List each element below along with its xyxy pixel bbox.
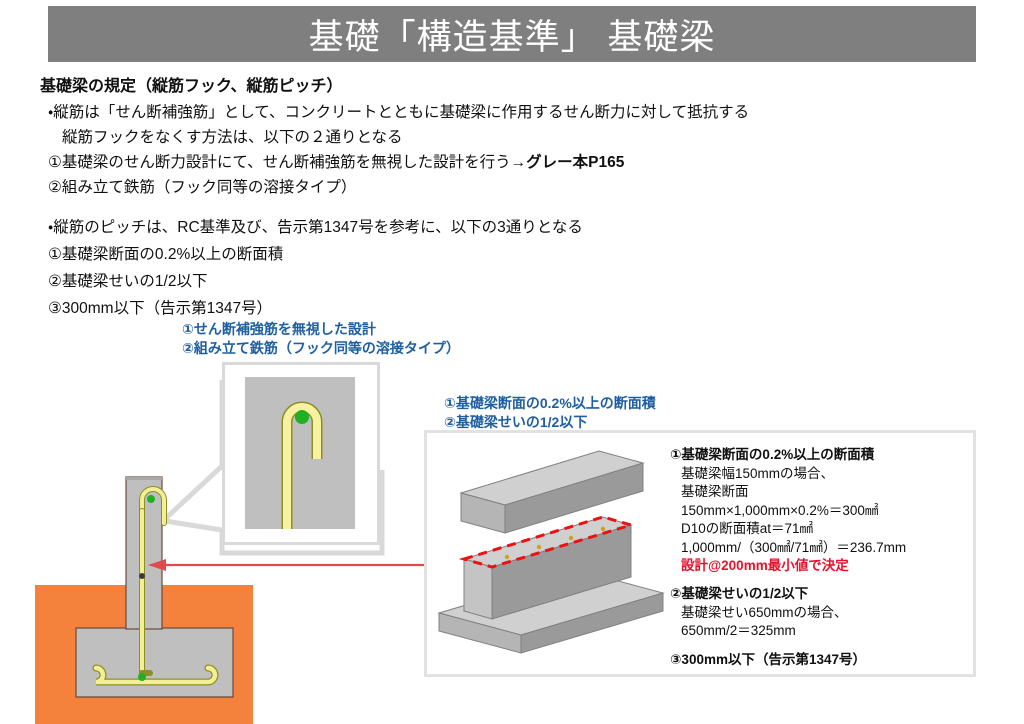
section-cut-plane-outline <box>458 515 637 569</box>
calc-1-line-1: 基礎梁幅150mmの場合、 <box>681 465 835 481</box>
para-a-line-3-prefix: ①基礎梁のせん断力設計にて、せん断補強筋を無視した設計を行う→ <box>48 154 527 171</box>
page-title: 基礎「構造基準」 基礎梁 <box>308 17 716 57</box>
vertical-rebar-hook <box>140 487 166 525</box>
blue-callout-right-line-2: ②基礎梁せいの1/2以下 <box>444 414 588 430</box>
calc-1-line-2: 基礎梁断面 <box>681 484 749 499</box>
rebar-node-mid <box>139 573 145 579</box>
cut-plane-rebar-dot <box>536 544 542 550</box>
para-b-line-4: ③300mm以下（告示第1347号） <box>48 300 273 317</box>
para-a-line-2: 縦筋フックをなくす方法は、以下の２通りとなる <box>62 129 403 146</box>
blue-callout-left: ①せん断補強筋を無視した設計 ②組み立て鉄筋（フック同等の溶接タイプ） <box>182 320 460 358</box>
para-a-line-1: ・縦筋は「せん断補強筋」として、コンクリートとともに基礎梁に作用するせん断力に対… <box>48 104 750 121</box>
rebar-node-top <box>147 495 155 503</box>
footing-rebar <box>93 665 218 685</box>
calc-1-line-3: 150mm×1,000mm×0.2%＝300㎟ <box>681 502 879 518</box>
beam-stem-left-face <box>463 558 493 620</box>
blue-callout-right-line-1: ①基礎梁断面の0.2%以上の断面積 <box>444 395 656 411</box>
detail-hook-rebar <box>283 403 321 529</box>
para-b-line-3: ②基礎梁せいの1/2以下 <box>48 273 208 290</box>
calc-2-line-2: 650mm/2＝325mm <box>681 623 796 638</box>
footing-concrete <box>75 627 234 698</box>
top-block-front-face <box>504 462 644 534</box>
para-b-line-2: ①基礎梁断面の0.2%以上の断面積 <box>48 246 284 263</box>
isometric-beam-figure <box>437 450 665 654</box>
calc-2-line-1: 基礎梁せい650mmの場合、 <box>681 604 848 620</box>
calc-1-line-5: 1,000mm/（300㎟/71㎟）＝236.7mm <box>681 539 907 555</box>
blue-callout-left-line-1: ①せん断補強筋を無視した設計 <box>182 321 376 337</box>
rebar-node-bottom <box>138 673 146 681</box>
blue-callout-right: ①基礎梁断面の0.2%以上の断面積 ②基礎梁せいの1/2以下 <box>444 394 656 432</box>
para-b-line-1: ・縦筋のピッチは、RC基準及び、告示第1347号を参考に、以下の3通りとなる <box>48 219 583 236</box>
calc-1-conclusion: 設計@200mm最小値で決定 <box>681 558 849 573</box>
hook-detail-svg <box>281 401 323 529</box>
cut-plane-rebar-dot <box>568 535 574 541</box>
cross-section-svg <box>35 476 253 724</box>
para-a-line-4: ②組み立て鉄筋（フック同等の溶接タイプ） <box>48 179 357 196</box>
paragraph-block-b: ・縦筋のピッチは、RC基準及び、告示第1347号を参考に、以下の3通りとなる ①… <box>48 214 583 322</box>
hook-detail-box <box>222 362 380 545</box>
red-arrow-head <box>148 559 166 571</box>
para-a-line-3: ①基礎梁のせん断力設計にて、せん断補強筋を無視した設計を行う→グレー本P165 <box>48 150 749 175</box>
calc-1-title: ①基礎梁断面の0.2%以上の断面積 <box>670 447 875 462</box>
red-pointer-arrow <box>148 559 432 571</box>
detail-hook-outline <box>281 401 323 529</box>
paragraph-block-a: ・縦筋は「せん断補強筋」として、コンクリートとともに基礎梁に作用するせん断力に対… <box>48 100 749 200</box>
calc-3-title: ③300mm以下（告示第1347号） <box>670 652 866 667</box>
hook-detail-concrete <box>245 377 355 529</box>
section-heading: 基礎梁の規定（縦筋フック、縦筋ピッチ） <box>40 78 343 95</box>
stem-wall-top-edge <box>126 477 162 480</box>
calc-block-300mm-limit: ③300mm以下（告示第1347号） <box>670 651 866 670</box>
calc-block-section-area: ①基礎梁断面の0.2%以上の断面積 基礎梁幅150mmの場合、 基礎梁断面 15… <box>670 446 906 576</box>
blue-callout-left-line-2: ②組み立て鉄筋（フック同等の溶接タイプ） <box>182 340 460 356</box>
slide-title-bar: 基礎「構造基準」 基礎梁 <box>48 6 976 62</box>
beam-footing-front-face <box>520 592 664 654</box>
beam-detail-panel: ①基礎梁断面の0.2%以上の断面積 基礎梁幅150mmの場合、 基礎梁断面 15… <box>424 430 976 677</box>
cut-plane-rebar-dot <box>504 554 510 560</box>
detail-rebar-node <box>295 410 309 424</box>
calc-block-half-depth: ②基礎梁せいの1/2以下 基礎梁せい650mmの場合、 650mm/2＝325m… <box>670 585 848 641</box>
calc-1-line-4: D10の断面積at＝71㎟ <box>681 521 814 536</box>
para-a-line-3-reference: グレー本P165 <box>526 154 625 171</box>
cut-plane-rebar-dot <box>600 526 606 532</box>
beam-stem-front-face <box>491 524 632 620</box>
foundation-cross-section-figure <box>30 455 295 724</box>
calc-2-title: ②基礎梁せいの1/2以下 <box>670 586 809 601</box>
